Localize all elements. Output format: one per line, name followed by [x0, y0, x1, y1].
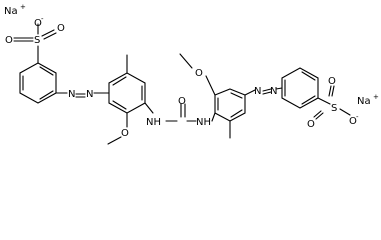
azo-nitrogen-label: N: [270, 86, 277, 97]
azo-nitrogen-label: N: [86, 89, 93, 100]
sulfonate-oxygen-label: O: [307, 119, 315, 130]
left-central-ring: [102, 54, 154, 145]
sulfonate-oxygen-label: O: [5, 35, 13, 46]
left-azo-bonds: [55, 92, 104, 98]
urea-nh-label: NH: [146, 117, 161, 128]
methoxy-oxygen-label: O: [121, 128, 129, 139]
sulfur-atom-label: S: [331, 103, 337, 114]
right-sulfonate-group: [313, 85, 351, 120]
sulfonate-anion-oxygen-label: O: [34, 18, 42, 29]
sulfonate-oxygen-label: O: [57, 23, 65, 34]
oxygen-charge: -: [356, 113, 359, 121]
right-azo-bonds: [262, 88, 272, 95]
molecule-drawing: Na + O - O S O N N O NH O NH O N N O S O…: [4, 3, 379, 145]
methoxy-oxygen-label: O: [195, 68, 203, 79]
right-central-ring: [179, 53, 256, 139]
sodium-ion-label: Na: [357, 96, 371, 107]
sulfonate-oxygen-label: O: [328, 76, 336, 87]
azo-nitrogen-label: N: [254, 86, 261, 97]
left-benzenesulfonate-ring: [19, 62, 57, 104]
atom-labels: Na + O - O S O N N O NH O NH O N N O S O…: [4, 3, 379, 139]
right-benzenesulfonate-ring: [275, 67, 319, 109]
sodium-charge: +: [20, 3, 26, 11]
urea-bonds: [165, 103, 197, 122]
oxygen-charge: -: [41, 15, 44, 23]
carbonyl-oxygen-label: O: [178, 96, 186, 107]
urea-nh-label: NH: [196, 117, 211, 128]
left-sulfonate-group: [13, 23, 57, 64]
sulfonate-anion-oxygen-label: O: [349, 116, 357, 127]
azo-nitrogen-label: N: [68, 89, 75, 100]
sodium-ion-label: Na: [4, 6, 18, 17]
chemical-structure-figure: Na + O - O S O N N O NH O NH O N N O S O…: [4, 3, 379, 145]
sulfur-atom-label: S: [34, 35, 40, 46]
sodium-charge: +: [373, 93, 379, 101]
